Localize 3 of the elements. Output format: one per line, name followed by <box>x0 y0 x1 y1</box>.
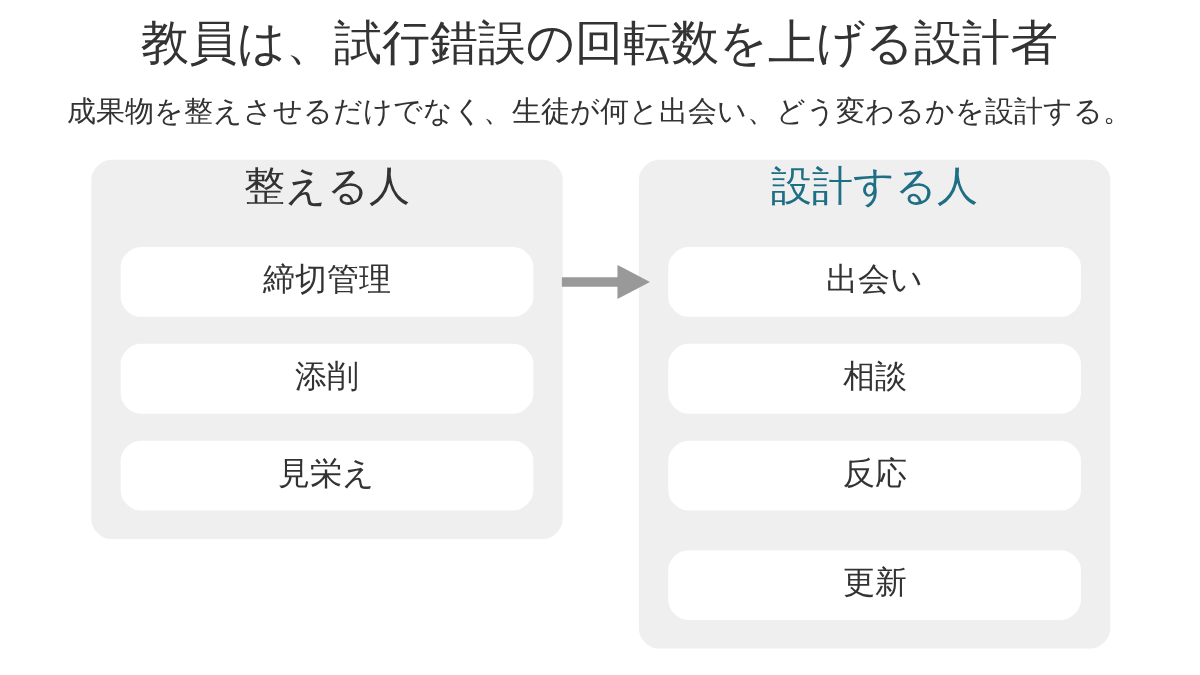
label: 成果物を整えさせるだけでなく、生徒が何と出会い、どう変わるかを設計する。 <box>67 93 1133 128</box>
arrow <box>561 264 650 299</box>
diagram-title: 教員は、試行錯誤の回転数を上げる設計者 <box>141 14 1059 70</box>
